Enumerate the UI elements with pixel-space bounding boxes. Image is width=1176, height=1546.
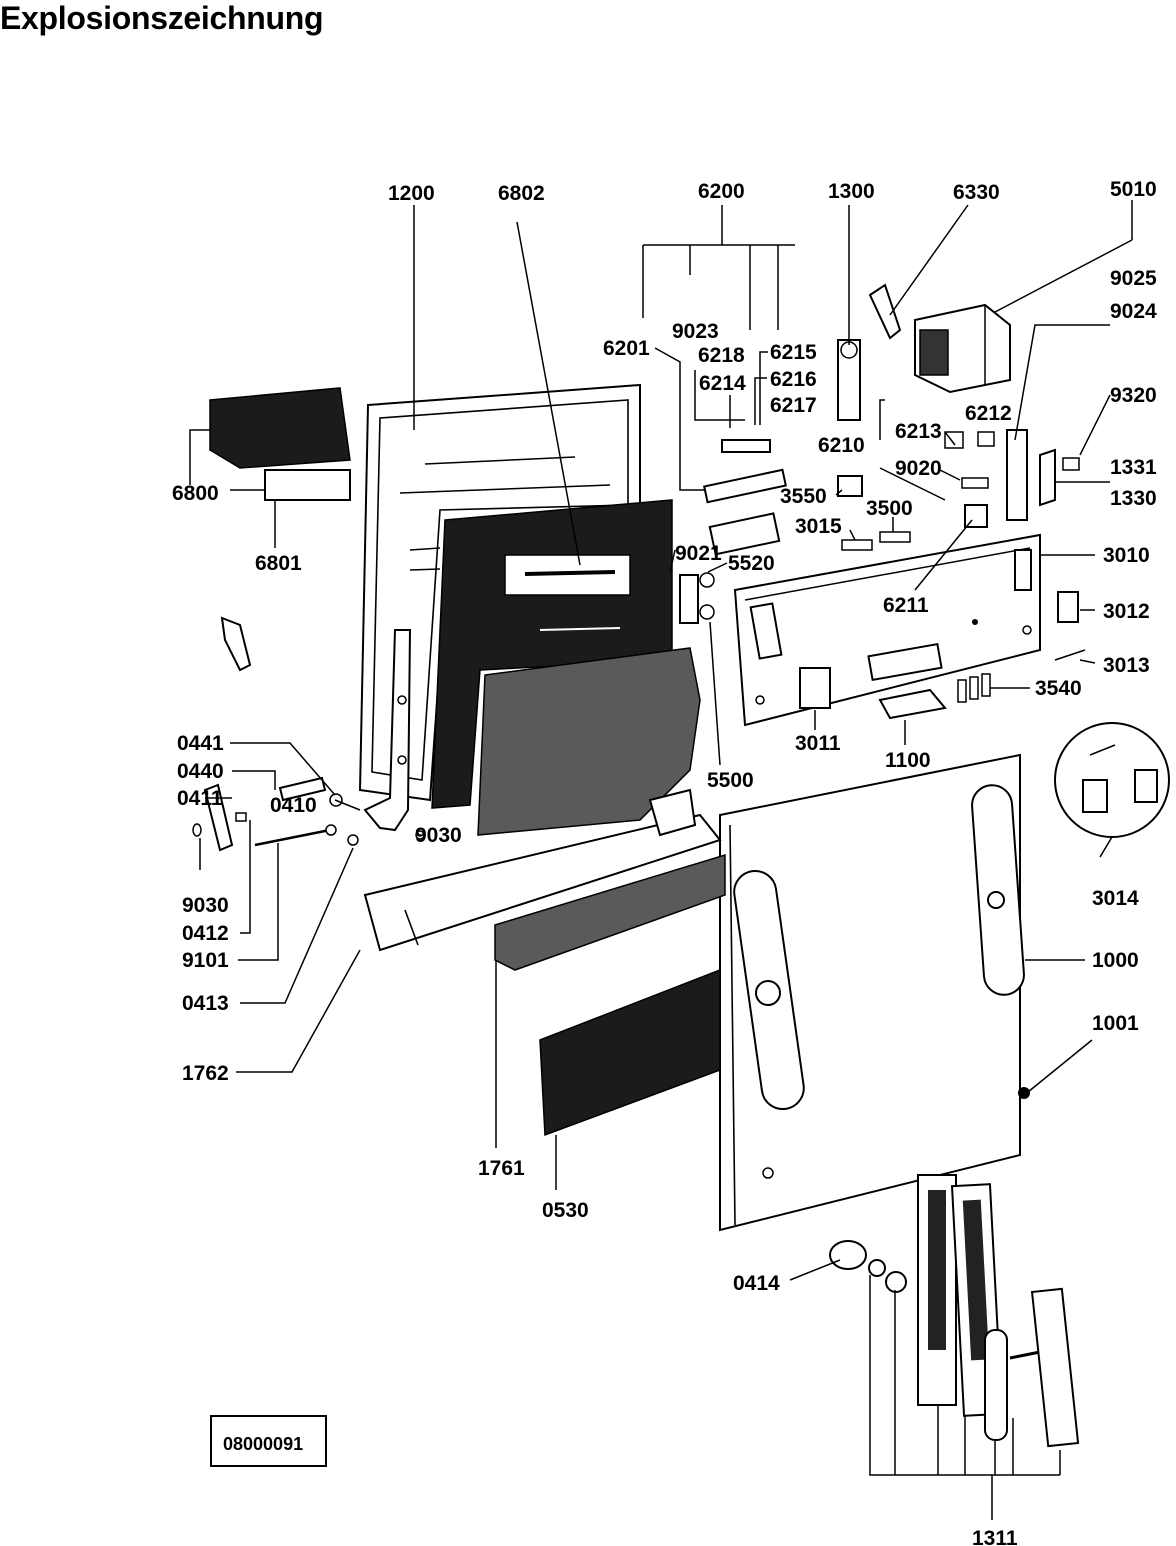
- document-id: 08000091: [223, 1434, 303, 1454]
- part-1300: [837, 339, 861, 421]
- label-3500: 3500: [866, 497, 913, 520]
- label-0414: 0414: [733, 1272, 780, 1295]
- label-3012: 3012: [1103, 600, 1150, 623]
- label-1761: 1761: [478, 1157, 525, 1180]
- lower-trim: [363, 788, 722, 952]
- label-5500: 5500: [707, 769, 754, 792]
- label-0413: 0413: [182, 992, 229, 1015]
- label-3015: 3015: [795, 515, 842, 538]
- label-6210: 6210: [818, 434, 865, 457]
- timer-unit: [914, 303, 1011, 394]
- spring-parts: [192, 776, 425, 852]
- hinge-assembly: [829, 1174, 1080, 1448]
- label-5520: 5520: [728, 552, 775, 575]
- control-panel: [733, 533, 1041, 727]
- label-6217: 6217: [770, 394, 817, 417]
- detail-circle: [1054, 722, 1170, 838]
- insulation-mat: [431, 499, 673, 809]
- label-0411: 0411: [177, 787, 223, 810]
- label-9030-b: 9030: [182, 894, 229, 917]
- label-9101: 9101: [182, 949, 229, 972]
- label-0410: 0410: [270, 794, 317, 817]
- label-9025: 9025: [1110, 267, 1157, 290]
- screw: [1018, 1087, 1030, 1099]
- label-9320: 9320: [1110, 384, 1157, 407]
- label-6218: 6218: [698, 344, 745, 367]
- label-6213: 6213: [895, 420, 942, 443]
- page-title: Explosionszeichnung: [0, 0, 324, 36]
- label-1331: 1331: [1110, 456, 1157, 479]
- leds: [957, 673, 991, 703]
- kick-panel: [539, 968, 721, 1137]
- label-6214: 6214: [699, 372, 746, 395]
- detergent-dispenser: [209, 387, 351, 501]
- label-0440: 0440: [177, 760, 224, 783]
- part-labels: 1200 6802 6200 1300 6330 5010 9023 6201 …: [172, 178, 1157, 1546]
- label-0530: 0530: [542, 1199, 589, 1222]
- document-id-box: 08000091: [210, 1415, 327, 1467]
- label-9021: 9021: [675, 542, 722, 565]
- label-1300: 1300: [828, 180, 875, 203]
- leader-lines: [189, 200, 1133, 1520]
- label-3540: 3540: [1035, 677, 1082, 700]
- label-1311: 1311: [972, 1527, 1018, 1546]
- label-3011: 3011: [795, 732, 841, 755]
- label-9024: 9024: [1110, 300, 1157, 323]
- handle-part: [878, 688, 947, 720]
- door-seal: [494, 853, 726, 971]
- label-9020: 9020: [895, 457, 942, 480]
- label-6216: 6216: [770, 368, 817, 391]
- label-6200: 6200: [698, 180, 745, 203]
- label-3010: 3010: [1103, 544, 1150, 567]
- hinge-plates: [799, 591, 1086, 709]
- label-1330: 1330: [1110, 487, 1157, 510]
- label-6800: 6800: [172, 482, 219, 505]
- label-1762: 1762: [182, 1062, 229, 1085]
- label-6802: 6802: [498, 182, 545, 205]
- label-3013: 3013: [1103, 654, 1150, 677]
- label-3550: 3550: [780, 485, 827, 508]
- label-0412: 0412: [182, 922, 229, 945]
- label-0441: 0441: [177, 732, 224, 755]
- label-6330: 6330: [953, 181, 1000, 204]
- label-5010: 5010: [1110, 178, 1157, 201]
- part-6330: [868, 283, 902, 340]
- label-6215: 6215: [770, 341, 817, 364]
- hinge-arm: [363, 629, 412, 832]
- label-9023: 9023: [672, 320, 719, 343]
- lower-insulation: [477, 647, 701, 836]
- label-6212: 6212: [965, 402, 1012, 425]
- label-1100: 1100: [885, 749, 931, 772]
- label-6801: 6801: [255, 552, 302, 575]
- latch-part: [1006, 429, 1080, 521]
- clip-part: [220, 616, 252, 672]
- label-1001: 1001: [1092, 1012, 1139, 1035]
- outer-door-panel: [719, 753, 1025, 1232]
- label-6201: 6201: [603, 337, 650, 360]
- label-1000: 1000: [1092, 949, 1139, 972]
- label-9030-a: 9030: [415, 824, 462, 847]
- switch-block: [679, 431, 995, 624]
- label-1200: 1200: [388, 182, 435, 205]
- label-3014: 3014: [1092, 887, 1139, 910]
- label-6211: 6211: [883, 594, 929, 617]
